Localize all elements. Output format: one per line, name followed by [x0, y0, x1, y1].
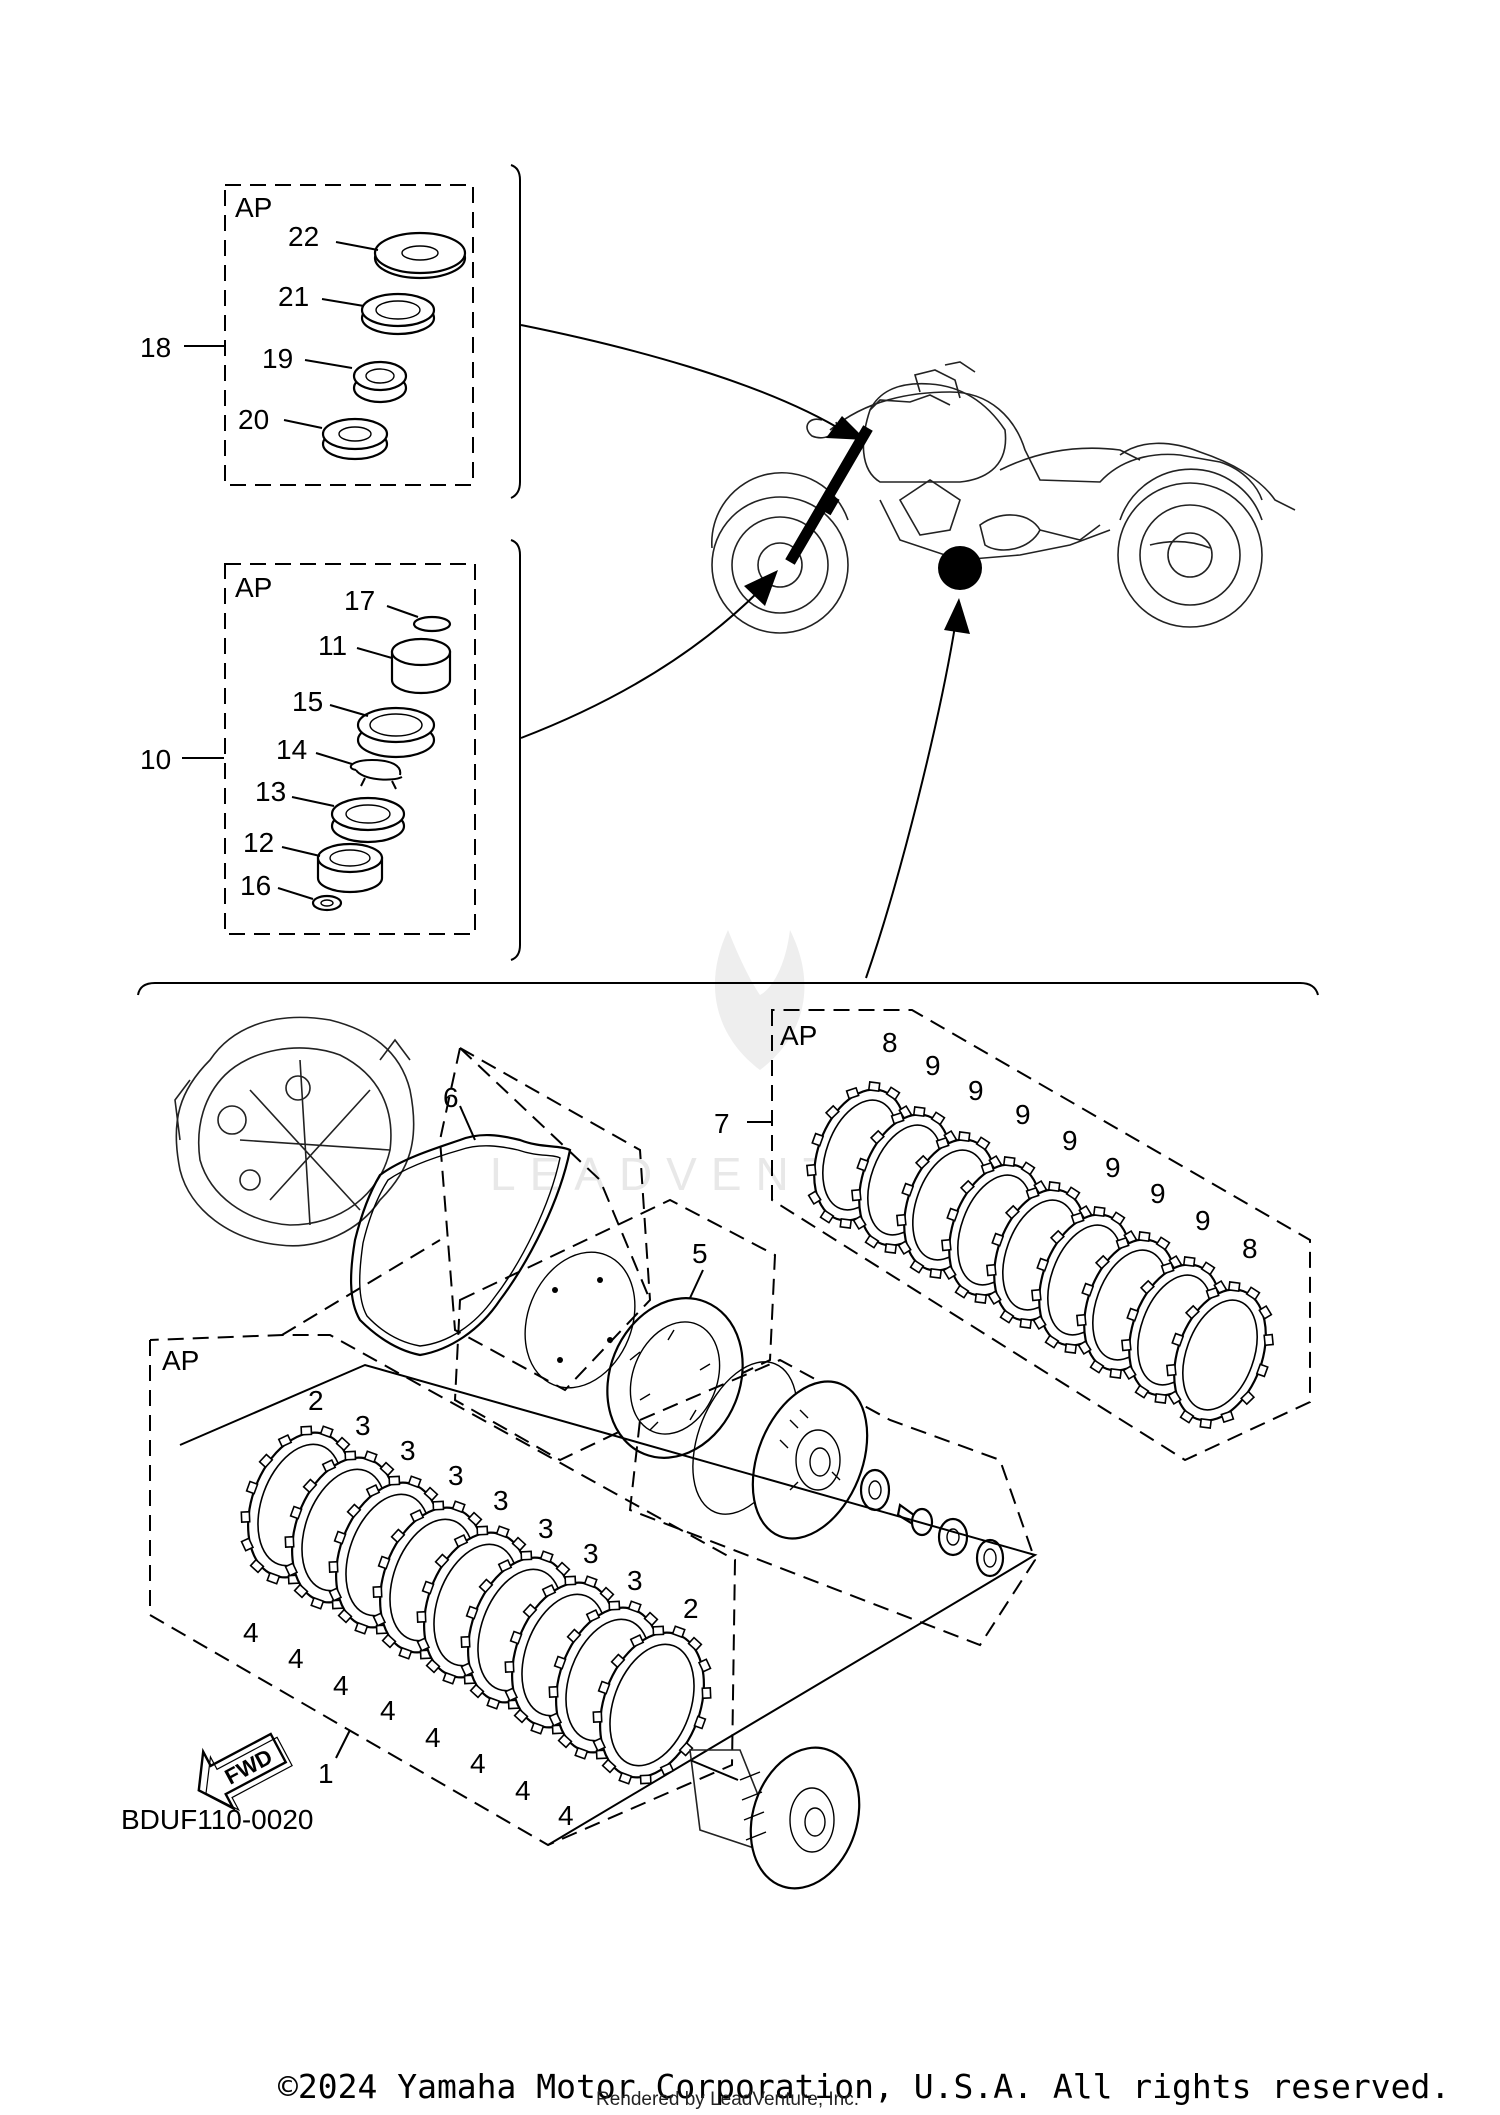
gasket-6-box: [438, 1046, 652, 1392]
part-13-bearing: [291, 796, 406, 844]
group-18-box: AP: [224, 164, 521, 499]
part-6-gasket: [350, 1105, 572, 1357]
callout-17: 17: [344, 585, 375, 616]
part-12-race: [281, 842, 384, 894]
callout-9-c: 9: [1015, 1099, 1031, 1130]
rendered-by: Rendered by LeadVenture, Inc.: [596, 2089, 859, 2110]
part-15-seal: [329, 704, 436, 759]
callout-4-d: 4: [380, 1695, 396, 1726]
ap-label-18: AP: [235, 192, 272, 223]
callout-11: 11: [318, 630, 347, 661]
callout-9-g: 9: [1195, 1205, 1211, 1236]
ap-label-7: AP: [780, 1020, 817, 1051]
callout-9-d: 9: [1062, 1125, 1078, 1156]
callout-1: 1: [318, 1758, 334, 1789]
plate-7-9: [1166, 1281, 1274, 1429]
release-bearing: [859, 1468, 891, 1512]
callout-21: 21: [278, 281, 309, 312]
ap-label-1: AP: [162, 1345, 199, 1376]
lock-washer: [975, 1538, 1005, 1578]
plate-1-9: [592, 1625, 712, 1785]
callout-5: 5: [692, 1238, 708, 1269]
callout-4-b: 4: [288, 1643, 304, 1674]
callout-6: 6: [443, 1082, 459, 1113]
copyright-notice: ©2024 Yamaha Motor Corporation, U.S.A. A…: [278, 2067, 1450, 2106]
clutch-boss: [689, 1746, 861, 1890]
callout-4-g: 4: [515, 1775, 531, 1806]
callout-22: 22: [288, 221, 319, 252]
callout-3-d: 3: [493, 1485, 509, 1516]
nut: [937, 1517, 969, 1557]
callout-4-h: 4: [558, 1800, 574, 1831]
crankcase-cover: [174, 1016, 415, 1247]
plates-1-stack: [240, 1425, 712, 1785]
callout-19: 19: [262, 343, 293, 374]
part-19-bearing: [304, 359, 408, 404]
callout-7: 7: [714, 1108, 730, 1139]
callout-18: 18: [140, 332, 171, 363]
pressure-plate-box: [628, 1358, 1037, 1647]
callout-14: 14: [276, 734, 307, 765]
motorcycle-illustration: [711, 361, 1296, 634]
callout-16: 16: [240, 870, 271, 901]
ap-label-10: AP: [235, 572, 272, 603]
pressure-plate-disk: [524, 1251, 636, 1389]
callout-3-f: 3: [583, 1538, 599, 1569]
callout-4-f: 4: [470, 1748, 486, 1779]
callout-10: 10: [140, 744, 171, 775]
part-5-box: [453, 1198, 777, 1462]
callout-4-a: 4: [243, 1617, 259, 1648]
part-14-circlip: [315, 752, 403, 790]
part-5-plate: [606, 1269, 744, 1459]
callout-20: 20: [238, 404, 269, 435]
callout-8-top: 8: [882, 1027, 898, 1058]
group-1-box: AP: [149, 1239, 1038, 1847]
plates-7-stack: [806, 1081, 1274, 1429]
part-17-clip: [386, 605, 452, 633]
callout-3-b: 3: [400, 1435, 416, 1466]
callout-13: 13: [255, 776, 286, 807]
callout-9-a: 9: [925, 1050, 941, 1081]
callout-3-e: 3: [538, 1513, 554, 1544]
callout-4-e: 4: [425, 1722, 441, 1753]
drawing-code: BDUF110-0020: [121, 1804, 313, 1835]
location-arrows: [520, 324, 970, 979]
part-20-seal: [283, 417, 389, 461]
callout-4-c: 4: [333, 1670, 349, 1701]
group-7-box: AP: [747, 1009, 1311, 1462]
part-11-collar: [356, 637, 452, 695]
assembly-bracket: [137, 982, 1319, 996]
callout-15: 15: [292, 686, 323, 717]
part-21-bearing: [321, 292, 436, 336]
callout-2-top: 2: [308, 1385, 324, 1416]
part-22-bearing-cover: [335, 231, 467, 280]
callout-3-g: 3: [627, 1565, 643, 1596]
callout-3-a: 3: [355, 1410, 371, 1441]
part-16-washer: [277, 887, 343, 912]
callout-3-c: 3: [448, 1460, 464, 1491]
group-10-box: AP: [224, 539, 521, 961]
callout-12: 12: [243, 827, 274, 858]
callout-9-f: 9: [1150, 1178, 1166, 1209]
callout-2-bottom: 2: [683, 1593, 699, 1624]
callout-9-e: 9: [1105, 1152, 1121, 1183]
callout-9-b: 9: [968, 1075, 984, 1106]
callout-8-bottom: 8: [1242, 1233, 1258, 1264]
